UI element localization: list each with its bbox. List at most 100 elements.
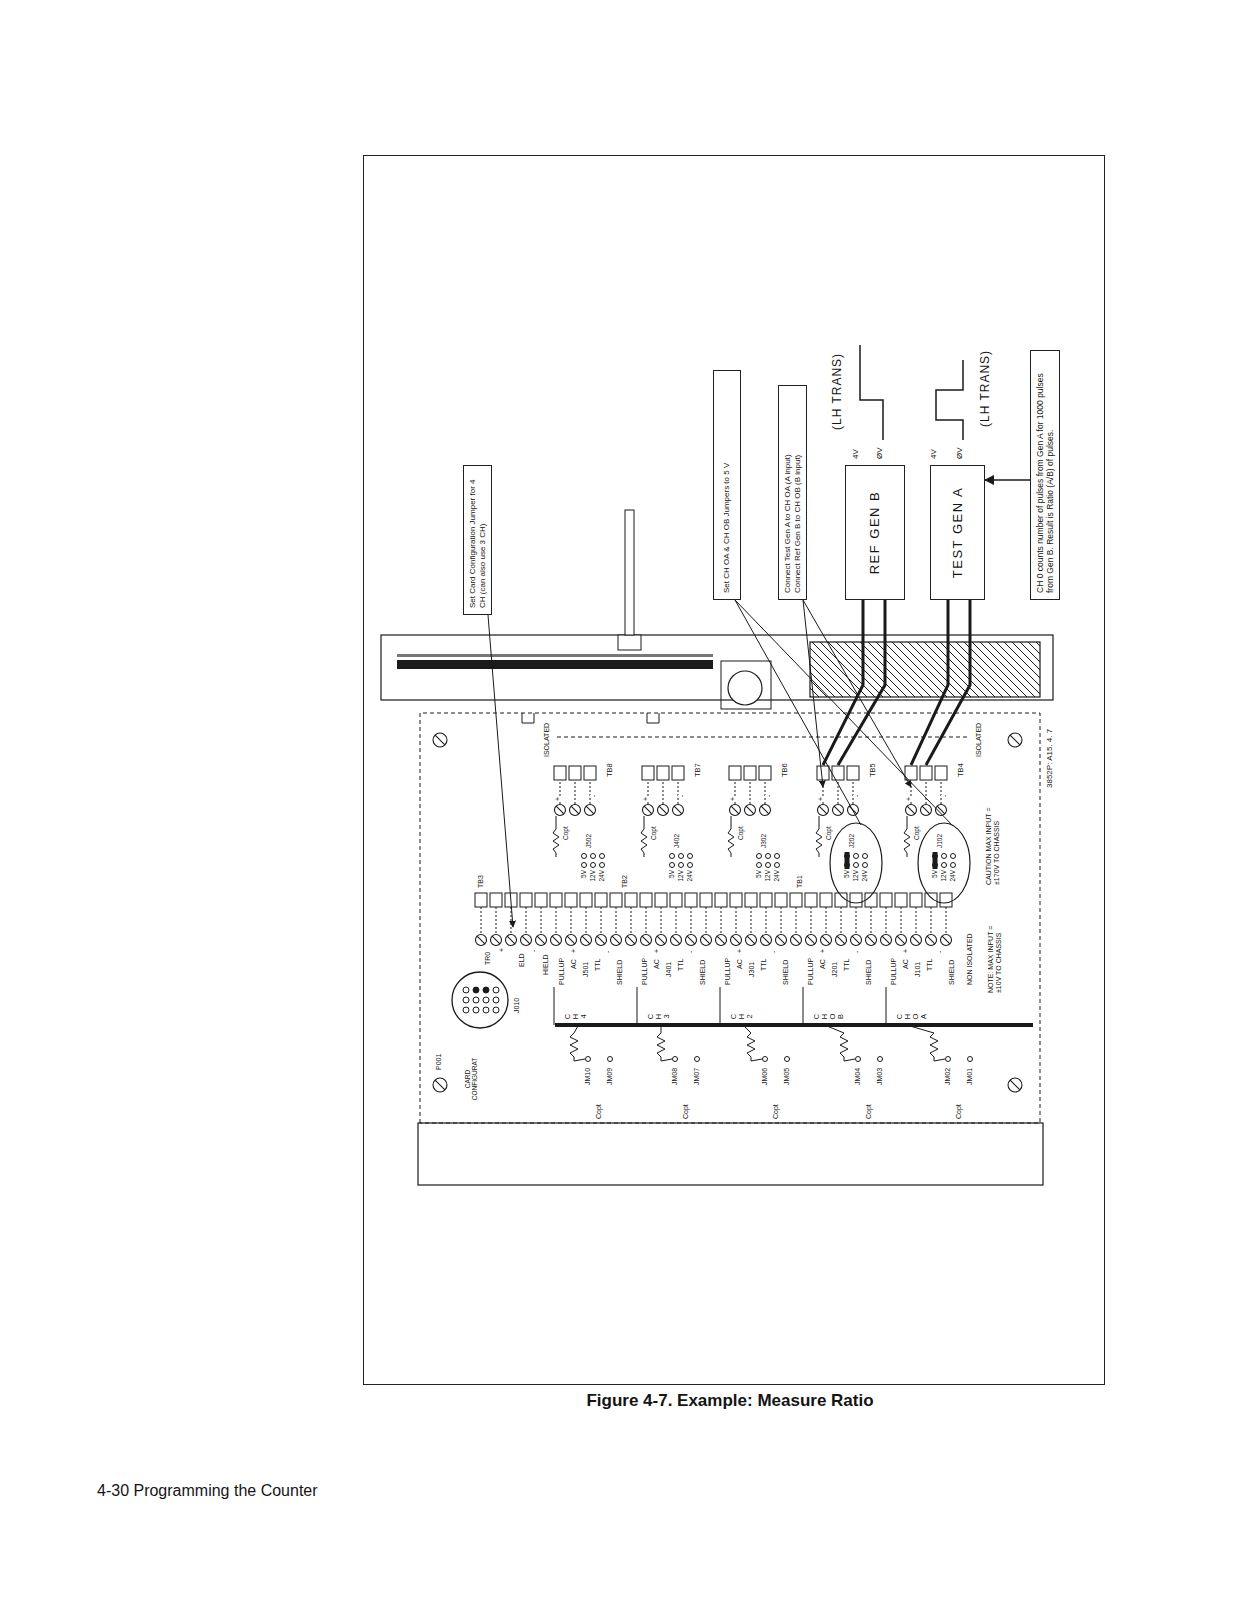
terminal-label: TB2 — [621, 875, 629, 888]
group-divider — [554, 987, 555, 1025]
jumper-pin — [878, 1057, 883, 1062]
screw — [921, 805, 932, 816]
screw — [1008, 1078, 1022, 1092]
jumper-pin — [670, 863, 675, 868]
terminal-link — [601, 907, 602, 933]
terminal-label: AC — [653, 959, 661, 969]
terminal-label: J101 — [914, 962, 922, 977]
screw — [791, 935, 802, 946]
waveform — [936, 360, 963, 440]
screw — [611, 935, 622, 946]
screw — [536, 935, 547, 946]
screw-slot — [777, 936, 785, 944]
terminal-link — [811, 907, 812, 933]
screw — [776, 935, 787, 946]
terminal-label: TTL — [677, 959, 685, 971]
jumper-label: Copt — [772, 1104, 780, 1119]
terminal-label: TR0 — [484, 952, 492, 965]
screw-slot — [556, 806, 564, 814]
terminal-label: + — [736, 949, 744, 953]
terminal-clamp — [700, 893, 712, 907]
jumper-label: Copt — [865, 1104, 873, 1119]
panel-hole — [728, 671, 762, 705]
leader-line — [803, 600, 911, 787]
screw — [643, 805, 654, 816]
channel-bracket — [555, 1023, 1033, 1027]
resistor-symbol — [904, 829, 910, 857]
config-pin — [493, 997, 499, 1003]
terminal-link — [678, 780, 679, 804]
terminal-label: TTL — [926, 959, 934, 971]
screw — [626, 935, 637, 946]
terminal-label: + — [653, 949, 661, 953]
jumper-pin — [951, 863, 956, 868]
signal-label: 4V — [929, 449, 938, 459]
screw-slot — [922, 806, 930, 814]
jumper-pin — [856, 1057, 861, 1062]
terminal-clamp — [685, 893, 697, 907]
callout-text: CH 0 counts number of pulses from Gen A … — [1035, 357, 1055, 593]
terminal-label: - — [687, 951, 695, 953]
screw-slot — [435, 1080, 445, 1090]
terminal-clamp — [580, 893, 592, 907]
config-pin — [473, 1007, 479, 1013]
callout-box: CH 0 counts number of pulses from Gen A … — [1030, 350, 1060, 600]
terminal-link — [590, 780, 591, 804]
callout-box: Set Card Configuration Jumper for 4 CH (… — [463, 465, 492, 615]
screw — [585, 805, 596, 816]
jumper-pin — [586, 1057, 591, 1062]
terminal-clamp — [910, 893, 922, 907]
screw-slot — [552, 936, 560, 944]
screw-slot — [761, 806, 769, 814]
group-divider — [637, 987, 638, 1025]
cable-connector — [810, 642, 1040, 697]
page-footer: 4-30 Programming the Counter — [97, 1482, 318, 1500]
terminal-label: + — [902, 949, 910, 953]
terminal-link — [886, 907, 887, 933]
terminal-clamp — [880, 893, 892, 907]
jumper-pin — [785, 1057, 790, 1062]
resistor-lead — [819, 816, 820, 829]
signal-wire — [838, 600, 885, 765]
waveform — [860, 345, 883, 440]
connector-layer — [363, 155, 1105, 1385]
terminal-label: J502 — [585, 834, 592, 848]
group-divider — [720, 987, 721, 1025]
terminal-link — [856, 907, 857, 933]
terminal-label: 12V — [677, 870, 684, 888]
panel-bar — [397, 660, 713, 669]
resistor-symbol — [657, 1033, 665, 1061]
terminal-label: TB6 — [781, 763, 790, 777]
callout-box: Connect Test Gen A to CH OA (A input)Con… — [778, 385, 807, 600]
screw-slot — [834, 806, 842, 814]
screw-slot — [822, 936, 830, 944]
terminal-label: SHIELD — [616, 960, 624, 985]
screw — [851, 935, 862, 946]
terminal-label: + — [729, 797, 737, 801]
screw — [896, 935, 907, 946]
terminal-link — [796, 907, 797, 933]
screw — [570, 805, 581, 816]
terminal-label: + — [905, 797, 913, 801]
terminal-label: TTL — [843, 959, 851, 971]
channel-label: C H 2 — [730, 1013, 754, 1020]
terminal-label: SHIELD — [782, 960, 790, 985]
terminal-label: - — [604, 951, 612, 953]
signal-wire — [823, 600, 863, 765]
terminal-label: J501 — [582, 962, 590, 977]
terminal-label: - — [678, 795, 686, 797]
terminal-link — [736, 907, 737, 933]
resistor-lead — [644, 816, 645, 829]
terminal-clamp — [759, 766, 771, 780]
screw — [658, 805, 669, 816]
terminal-label: PULLUP — [807, 958, 815, 985]
terminal-clamp — [625, 893, 637, 907]
terminal-clamp — [775, 893, 787, 907]
screw-slot — [1010, 735, 1020, 745]
callout-box: Set CH OA & CH OB Jumpers to 5 V — [713, 370, 741, 600]
screw — [761, 935, 772, 946]
channel-label: C H 4 — [564, 1013, 588, 1020]
config-jumper-circle — [452, 972, 508, 1028]
screw-slot — [657, 936, 665, 944]
terminal-label: J202 — [848, 834, 855, 848]
